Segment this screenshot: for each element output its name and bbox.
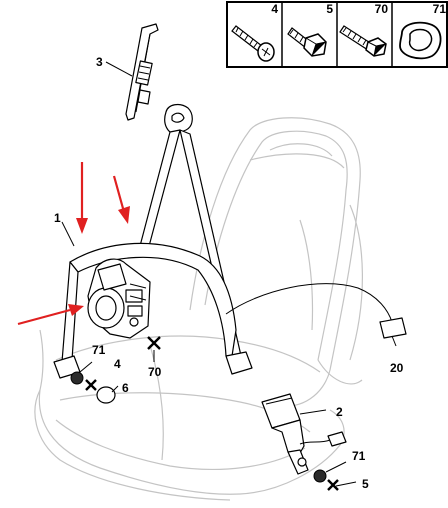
callout-labels: 3 1 71 4 6 70 2 20 71 5	[54, 55, 404, 491]
table-header-70: 70	[375, 2, 389, 16]
loose-fasteners	[70, 336, 339, 491]
callout-71-right: 71	[352, 449, 366, 463]
direction-arrows	[17, 162, 130, 326]
parts-table: 4 5 70 71	[226, 1, 448, 68]
table-header-5: 5	[326, 2, 333, 16]
callout-71-left: 71	[92, 343, 106, 357]
callout-20: 20	[390, 361, 404, 375]
washer-icon	[399, 21, 442, 60]
callout-3: 3	[96, 55, 103, 69]
seat-belt-assembly	[53, 103, 407, 379]
callout-5: 5	[362, 477, 369, 491]
callout-2: 2	[336, 405, 343, 419]
red-arrow-down-right	[112, 175, 130, 224]
callout-1: 1	[54, 211, 61, 225]
bolt-icon	[287, 27, 327, 57]
callout-4: 4	[114, 357, 121, 371]
long-bolt-icon	[339, 25, 387, 57]
leader-lines	[61, 61, 397, 487]
screw-icon	[231, 25, 275, 62]
callout-6: 6	[122, 381, 129, 395]
red-arrow-down-left	[76, 162, 88, 234]
height-adjuster-rail	[125, 23, 159, 121]
washer-71-right	[313, 469, 327, 483]
table-header-4: 4	[271, 2, 278, 16]
seat-belt-buckle	[261, 393, 347, 475]
table-header-71: 71	[433, 2, 447, 16]
callout-70: 70	[148, 365, 162, 379]
red-arrow-right	[17, 304, 84, 326]
cap-6	[96, 386, 116, 404]
washer-71-left	[70, 371, 84, 385]
